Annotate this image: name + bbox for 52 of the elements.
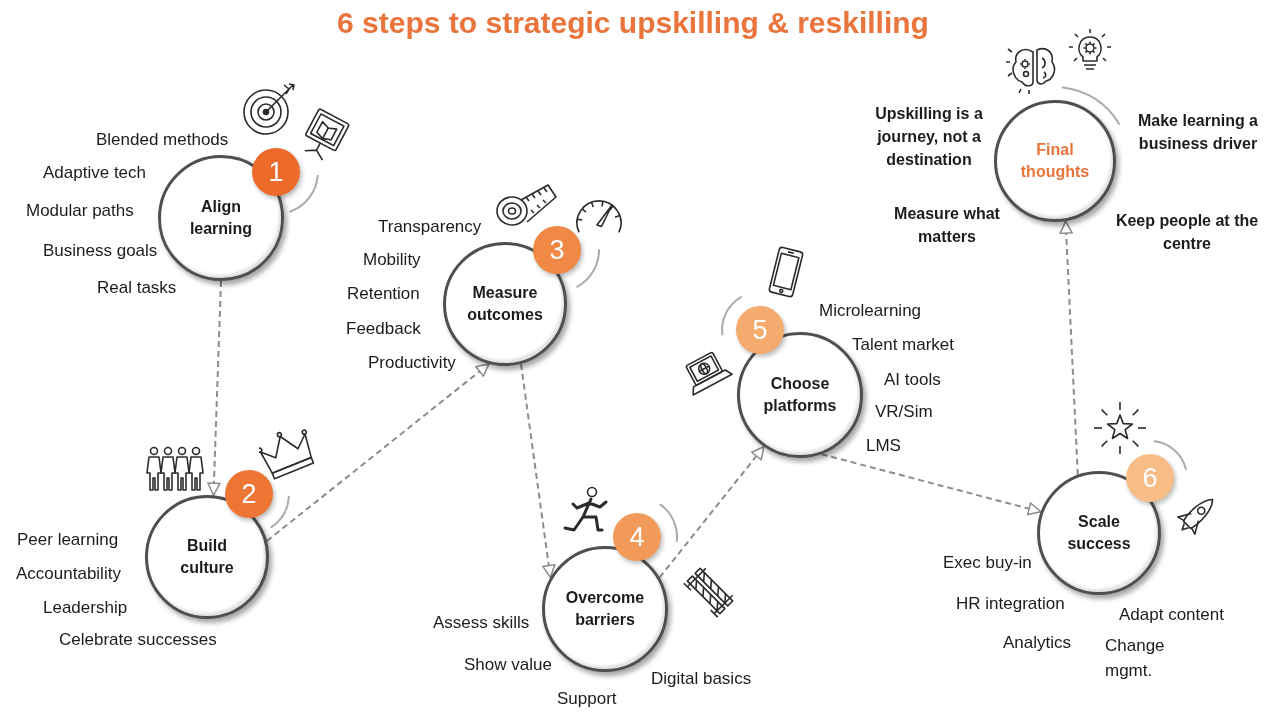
takeaway-text: Keep people at the centre — [1114, 211, 1260, 254]
topic-label: Transparency — [378, 217, 482, 237]
topic-label: Exec buy-in — [943, 553, 1032, 573]
circle-title: Scale success — [1067, 512, 1131, 554]
topic-label: Business goals — [43, 241, 158, 261]
circle-title: Overcome barriers — [565, 588, 645, 630]
number-badge: 2 — [225, 470, 273, 518]
arrow — [820, 453, 1042, 516]
number-badge: 3 — [533, 226, 581, 274]
topic-label: Celebrate successes — [59, 630, 217, 650]
takeaway-text: Measure what matters — [893, 204, 1001, 247]
topic-label: Modular paths — [26, 201, 134, 221]
topic-label: LMS — [866, 436, 901, 456]
topic-label: HR integration — [956, 594, 1065, 614]
topic-label: Support — [557, 689, 617, 709]
topic-label: Real tasks — [97, 278, 177, 298]
arrow — [207, 280, 222, 497]
topic-label: Leadership — [43, 598, 128, 618]
circle-title: Measure outcomes — [467, 283, 543, 325]
circle-title: Final thoughts — [1020, 140, 1090, 182]
arrow — [520, 362, 556, 579]
topic-label: Adapt content — [1119, 605, 1224, 625]
number-badge: 5 — [736, 306, 784, 354]
circle-title: Align learning — [189, 197, 253, 239]
topic-label: Feedback — [346, 319, 421, 339]
topic-label: Adaptive tech — [43, 163, 146, 183]
arrow — [1059, 220, 1079, 476]
topic-label: Microlearning — [819, 301, 922, 321]
topic-label: Talent market — [852, 335, 955, 355]
number-badge: 1 — [252, 148, 300, 196]
takeaway-text: Upskilling is a journey, not a destination — [874, 104, 984, 170]
topic-label: Show value — [464, 655, 552, 675]
topic-label: Analytics — [1003, 633, 1072, 653]
number-badge: 6 — [1126, 454, 1174, 502]
topic-label: Peer learning — [17, 530, 119, 550]
topic-label: Mobility — [363, 250, 421, 270]
arrow — [265, 362, 490, 542]
topic-label: Accountability — [16, 564, 121, 584]
circle-title: Build culture — [180, 536, 234, 578]
topic-label: Retention — [347, 284, 420, 304]
topic-label: VR/Sim — [875, 402, 933, 422]
topic-label: Change mgmt. — [1105, 635, 1165, 682]
topic-label: Assess skills — [433, 613, 530, 633]
topic-label: Productivity — [368, 353, 456, 373]
number-badge: 4 — [613, 513, 661, 561]
topic-label: Blended methods — [96, 130, 229, 150]
topic-label: AI tools — [884, 370, 941, 390]
title: 6 steps to strategic upskilling & reskilling — [337, 6, 929, 40]
takeaway-text: Make learning a business driver — [1136, 111, 1259, 154]
circle-title: Choose platforms — [763, 374, 837, 416]
topic-label: Digital basics — [651, 669, 752, 689]
arrow — [658, 445, 765, 579]
